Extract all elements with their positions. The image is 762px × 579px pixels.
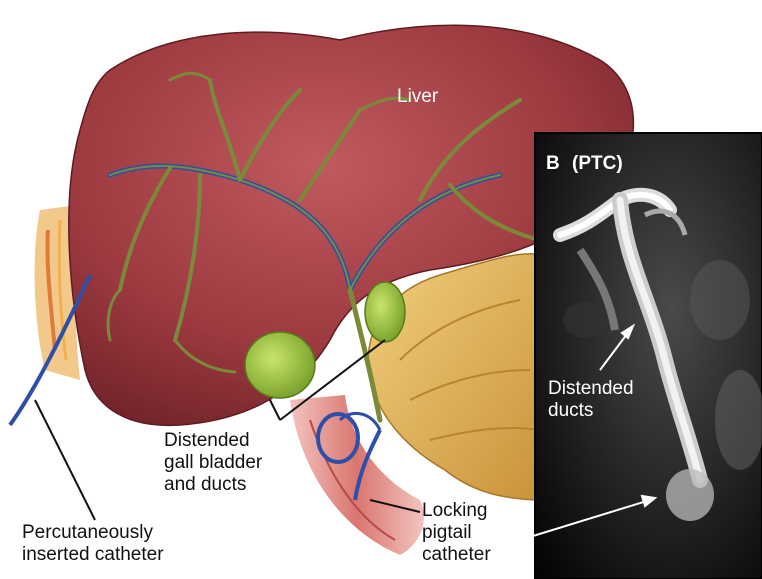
catheter-label: Percutaneously inserted catheter [22, 522, 164, 566]
xray-panel [535, 133, 762, 579]
liver-label: Liver [397, 86, 438, 108]
pigtail-label: Locking pigtail catheter [422, 500, 491, 566]
xray-panel-letter: B [546, 153, 560, 175]
xray-panel-title: (PTC) [572, 153, 623, 175]
gallbladder-label: Distended gall bladder and ducts [164, 430, 262, 496]
distended-ducts-label: Distended ducts [548, 378, 634, 422]
catheter-leader [35, 400, 95, 520]
